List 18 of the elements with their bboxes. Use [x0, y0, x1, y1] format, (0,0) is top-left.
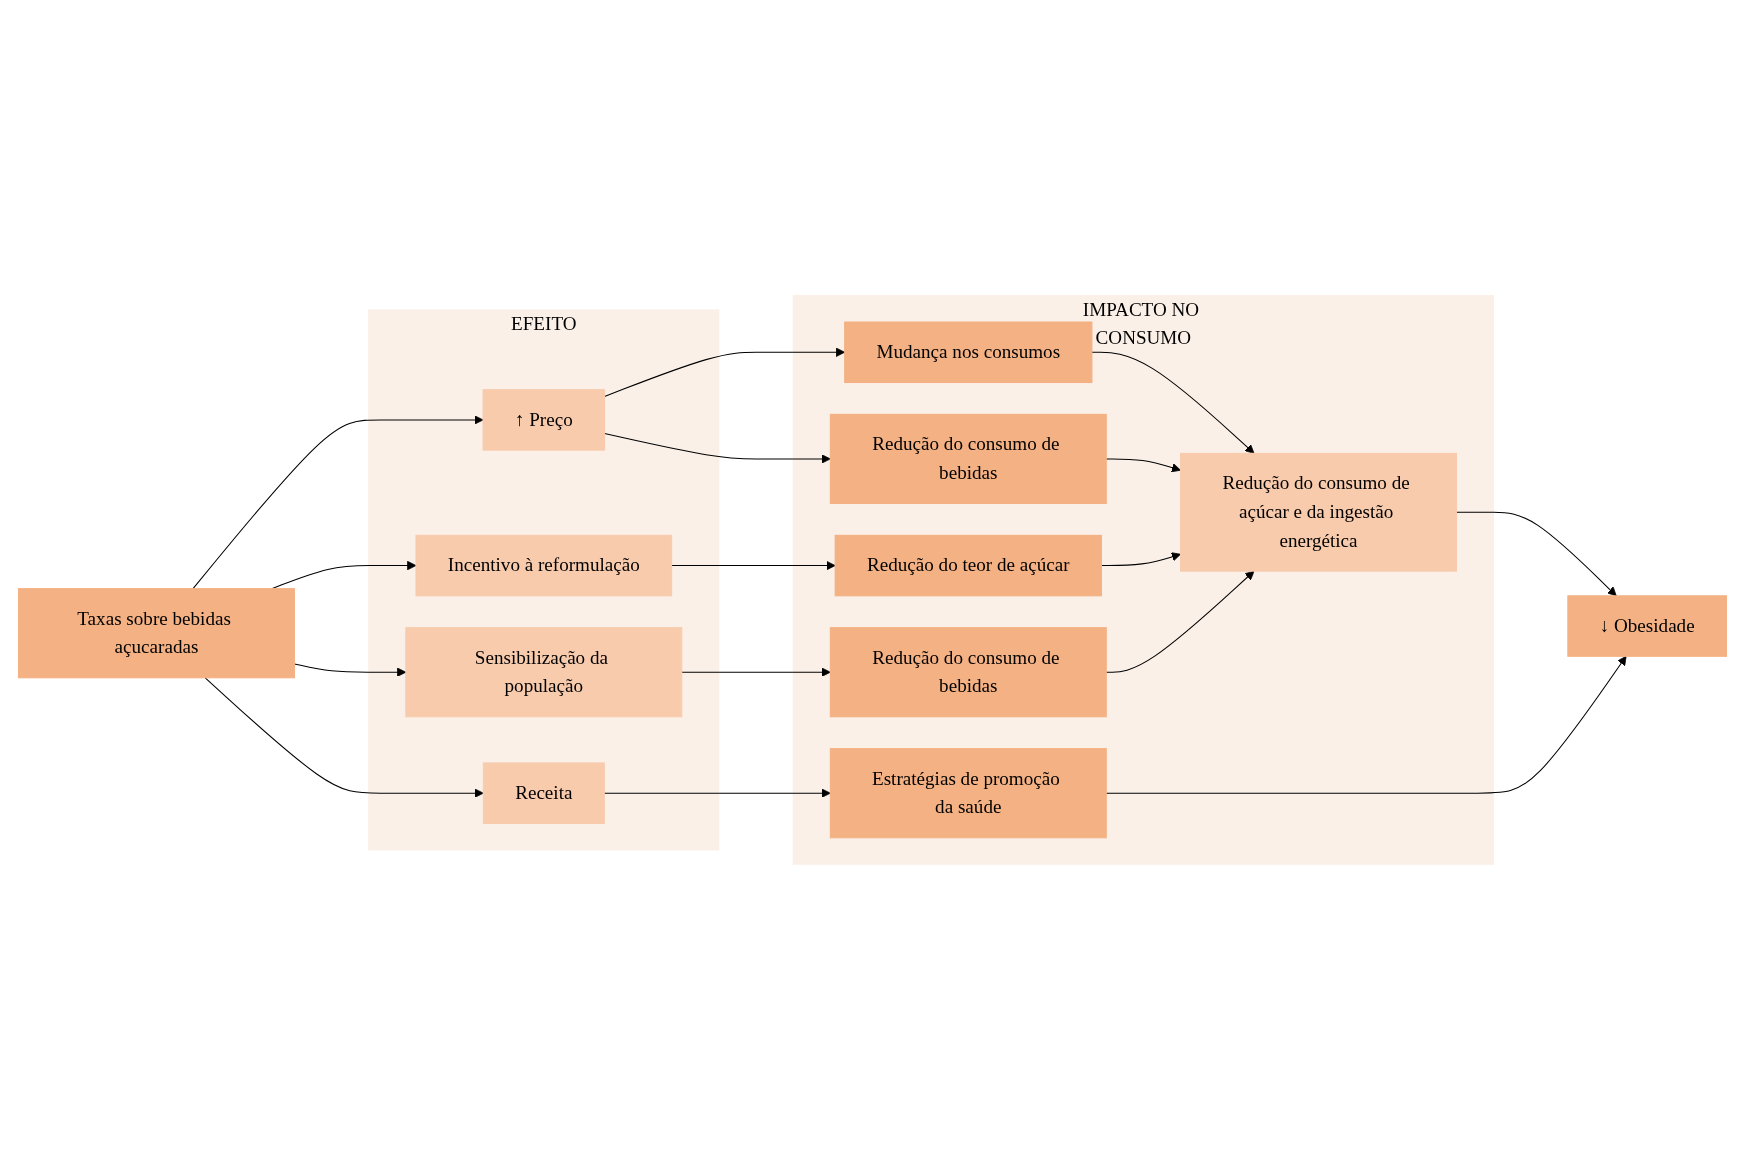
node-box: ↓ Obesidade [1567, 595, 1727, 657]
node-box: Receita [482, 762, 605, 825]
arrow [604, 433, 831, 464]
node-box: Incentivo à reformulação [415, 534, 673, 597]
arrow [681, 667, 831, 677]
node-box: Taxas sobre bebidas açucaradas [18, 588, 295, 679]
arrow [671, 561, 836, 571]
arrow [1091, 351, 1255, 454]
node-box: ↑ Preço [482, 389, 606, 451]
node-box: Redução do consumo de bebidas [829, 627, 1107, 718]
arrow [204, 677, 484, 798]
node-box: Mudança nos consumos [844, 321, 1093, 384]
node-box: Redução do consumo de bebidas [829, 413, 1107, 505]
arrow [192, 415, 484, 590]
node-box: Redução do consumo de açúcar e da ingestão energética [1180, 452, 1457, 572]
node-box: Redução do teor de açúcar [834, 534, 1102, 597]
node-box: Sensibilização da população [405, 627, 683, 718]
node-box: Estratégias de promoção da saúde [829, 748, 1107, 839]
